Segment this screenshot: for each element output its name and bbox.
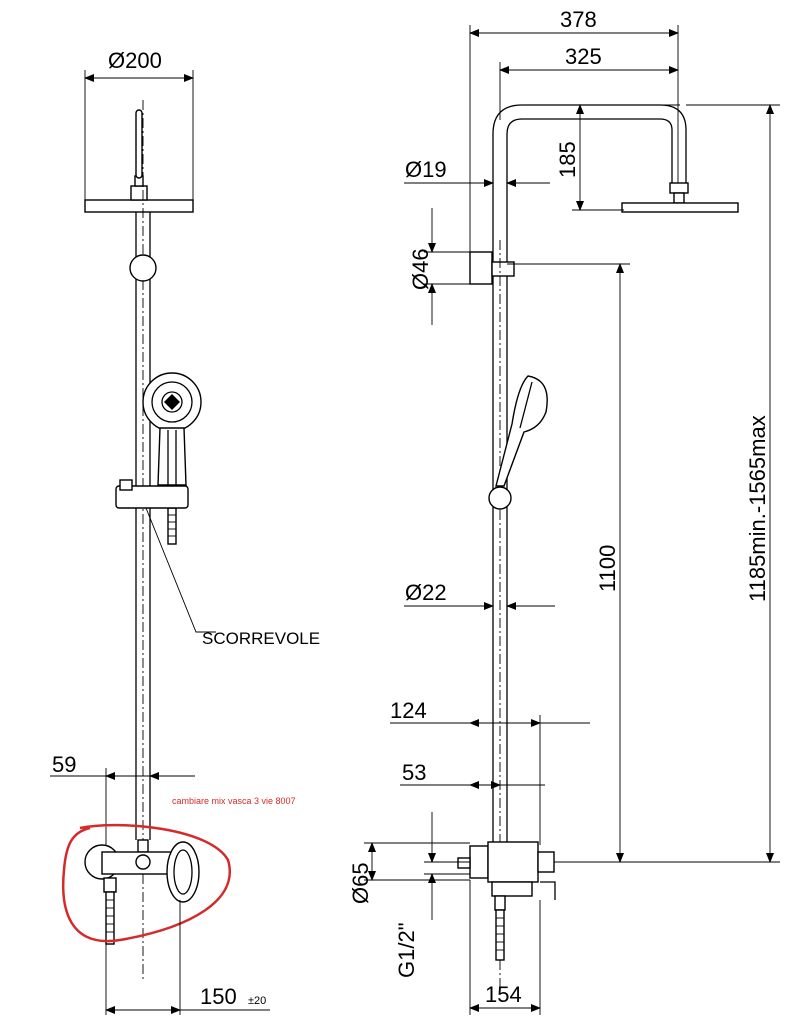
wall-bracket-side: Ø46	[408, 208, 515, 325]
mixer-side	[457, 841, 556, 961]
total-height-dimension: 1185min.-1565max	[540, 104, 780, 863]
riser-length-dimension: 1100	[507, 263, 630, 863]
arm-reach-label: 325	[565, 44, 602, 69]
thread-dimension: G1/2"	[394, 812, 470, 978]
arm-height-dimension: 185	[555, 104, 680, 211]
overall-width-dimension: 378	[469, 7, 679, 270]
slider-front: SCORREVOLE	[115, 479, 320, 648]
arm-tube-label: Ø19	[405, 157, 447, 182]
total-height-label: 1185min.-1565max	[745, 415, 770, 602]
connection-thread-label: G1/2"	[394, 922, 419, 978]
centre-distance-label: 150	[200, 984, 237, 1009]
overall-width-label: 378	[560, 7, 597, 32]
mixer-diameter-label: Ø65	[348, 862, 373, 904]
mixer-diameter-dimension: Ø65	[348, 842, 470, 904]
riser-length-label: 1100	[595, 545, 620, 592]
mixer-width-dimension: 154	[469, 880, 541, 1015]
arm-tube-dimension: Ø19	[404, 157, 550, 187]
bracket-diameter-label: Ø46	[408, 248, 433, 290]
hand-shower-side	[495, 375, 548, 487]
head-diameter-dimension: Ø200	[84, 48, 194, 212]
arm-height-label: 185	[555, 141, 580, 178]
slider-label: SCORREVOLE	[202, 629, 320, 648]
front-view: Ø200	[50, 48, 320, 1015]
mixer-offset-dimension: 53	[400, 760, 545, 789]
annotation-circle	[62, 823, 231, 943]
arm-reach-dimension: 325	[499, 44, 679, 120]
offset-label: 59	[52, 752, 76, 777]
head-diameter-label: Ø200	[108, 48, 162, 73]
shower-arm-side	[492, 104, 739, 268]
riser-tube-dimension: Ø22	[404, 580, 555, 610]
mixer-depth-label: 124	[390, 698, 427, 723]
riser-bar-front	[129, 100, 157, 980]
riser-tube-label: Ø22	[405, 580, 447, 605]
centre-distance-dimension: 150 ±20	[105, 900, 270, 1015]
mixer-offset-label: 53	[402, 760, 426, 785]
side-view: 378 325 185 Ø19	[348, 7, 780, 1015]
overhead-shower-front	[84, 109, 194, 213]
mixer-width-label: 154	[485, 982, 522, 1007]
mixer-depth-dimension: 124	[390, 698, 590, 845]
centre-tolerance-label: ±20	[248, 995, 266, 1007]
hand-shower-front	[142, 372, 202, 545]
annotation-note: cambiare mix vasca 3 vie 8007	[172, 796, 296, 806]
mixer-front	[84, 839, 200, 945]
